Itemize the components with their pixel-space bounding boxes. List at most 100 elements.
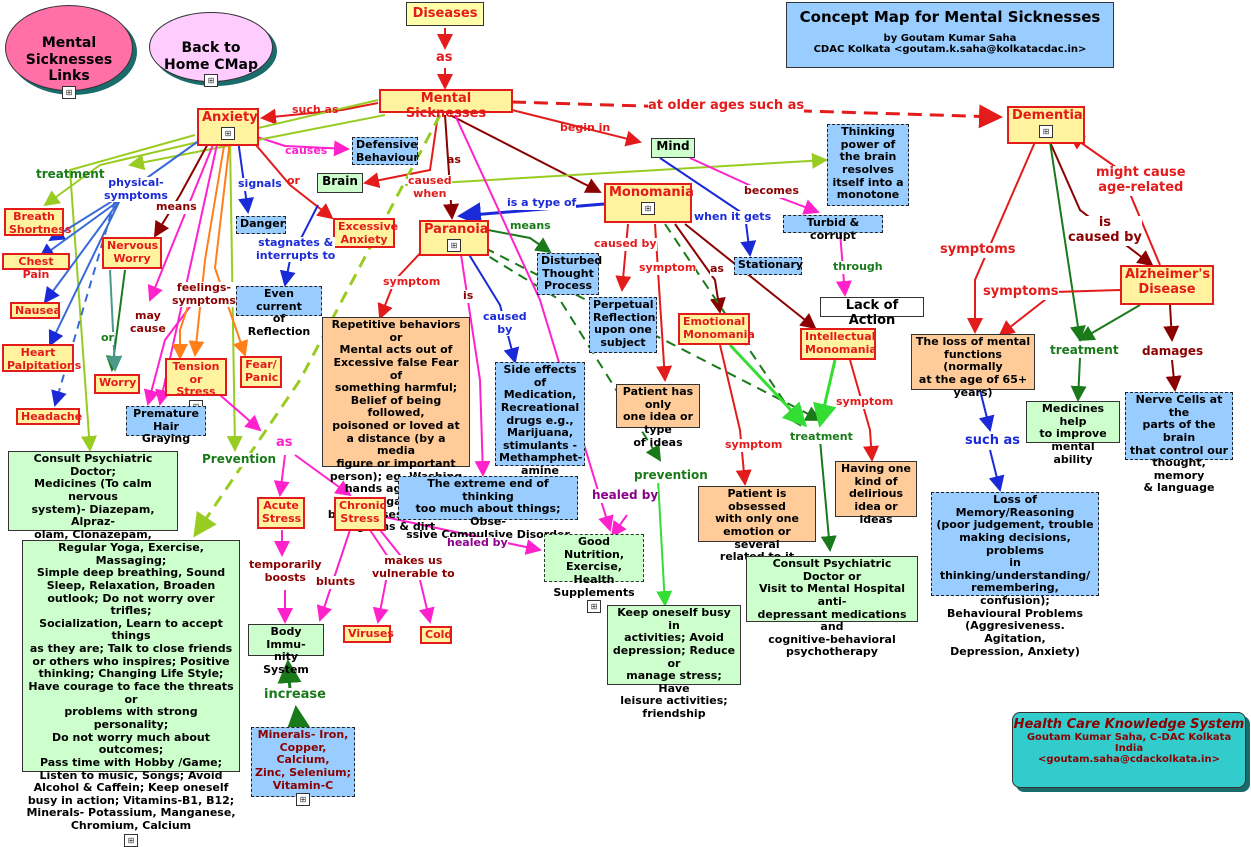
node-loss-memory[interactable]: Loss of Memory/Reasoning (poor judgement… <box>931 492 1099 658</box>
footer-line1: Goutam Kumar Saha, C-DAC Kolkata India <box>1026 732 1232 754</box>
node-viruses[interactable]: Viruses <box>343 625 394 643</box>
nervous-worry-label: Nervous Worry <box>107 239 159 265</box>
label-symptom-emotional: symptom <box>725 438 783 452</box>
cmap-resource-icon[interactable]: ⊞ <box>204 74 218 88</box>
node-nausea[interactable]: Nausea <box>10 302 61 319</box>
label-as-mind: as <box>447 153 461 166</box>
label-feelings-symptoms: feelings- symptoms <box>172 281 236 308</box>
node-good-nutrition[interactable]: Good Nutrition, Exercise, Health Supplem… <box>544 534 644 614</box>
node-dementia[interactable]: Dementia⊞ <box>1007 106 1085 144</box>
label-temporarily-boosts: temporarily boosts <box>249 558 322 585</box>
one-idea-label: Patient has only one idea or type of ide… <box>622 385 694 449</box>
node-consult-psychiatric-2[interactable]: Consult Psychiatric Doctor or Visit to M… <box>746 556 918 658</box>
node-perpetual-reflection[interactable]: Perpetual Reflection upon one subject <box>589 297 657 353</box>
node-mind[interactable]: Mind <box>651 138 695 158</box>
node-loss-mental-functions[interactable]: The loss of mental functions (normally a… <box>911 334 1035 398</box>
node-excessive-anxiety[interactable]: Excessive Anxiety <box>333 218 398 248</box>
minerals-label: Minerals- Iron, Copper, Calcium, Zinc, S… <box>255 728 352 792</box>
label-blunts: blunts <box>316 575 356 589</box>
node-stationary[interactable]: Stationary <box>734 257 803 275</box>
node-paranoia[interactable]: Paranoia⊞ <box>419 220 489 256</box>
node-one-idea[interactable]: Patient has only one idea or type of ide… <box>616 384 700 448</box>
label-symptom-intellectual: symptom <box>836 395 894 409</box>
label-might-cause: might cause age-related <box>1096 165 1186 196</box>
cmap-resource-icon[interactable]: ⊞ <box>62 86 76 100</box>
label-caused-by-paranoia: caused by <box>483 310 527 337</box>
node-extreme-thinking[interactable]: The extreme end of thinking too much abo… <box>398 476 578 540</box>
label-symptom-mono: symptom <box>639 261 697 275</box>
node-heart-palpitations[interactable]: Heart Palpitations <box>2 344 81 372</box>
node-nervous-worry[interactable]: Nervous Worry <box>102 237 162 269</box>
node-defensive-behaviour[interactable]: Defensive Behaviour <box>352 137 419 165</box>
node-anxiety[interactable]: Anxiety⊞ <box>197 108 259 146</box>
node-intellectual-monomania[interactable]: Intellectual Monomania <box>800 328 877 360</box>
node-monomania[interactable]: Monomania⊞ <box>604 183 694 223</box>
label-is-a-type-of: is a type of <box>507 196 577 210</box>
label-becomes: becomes <box>744 184 799 198</box>
node-acute-stress[interactable]: Acute Stress <box>257 497 305 529</box>
mental-sicknesses-label: Mental Sicknesses <box>405 91 487 121</box>
node-brain[interactable]: Brain <box>317 173 363 193</box>
delirious-label: Having one kind of delirious idea or ide… <box>841 462 911 526</box>
cmap-resource-icon[interactable]: ⊞ <box>124 833 138 847</box>
node-yoga-list[interactable]: Regular Yoga, Exercise, Massaging; Simpl… <box>22 540 240 847</box>
node-chronic-stress[interactable]: Chronic Stress <box>334 497 386 531</box>
label-or-anxiety: or <box>287 174 300 187</box>
cmap-resource-icon[interactable]: ⊞ <box>447 238 461 252</box>
node-thinking-power[interactable]: Thinking power of the brain resolves its… <box>827 124 909 206</box>
node-worry[interactable]: Worry <box>94 374 140 394</box>
map-author: by Goutam Kumar Saha <box>883 33 1017 44</box>
cmap-resource-icon[interactable]: ⊞ <box>587 600 601 614</box>
node-diseases[interactable]: Diseases <box>406 2 484 26</box>
mind-label: Mind <box>656 139 690 153</box>
node-breath-shortness[interactable]: Breath Shortness <box>4 208 71 236</box>
label-is-paranoia: is <box>463 289 474 303</box>
label-may-cause: may cause <box>130 309 166 336</box>
label-means-anxiety: means <box>156 200 197 214</box>
node-side-effects[interactable]: Side effects of Medication, Recreational… <box>495 362 585 477</box>
node-chest-pain[interactable]: Chest Pain <box>2 253 70 280</box>
node-emotional-monomania[interactable]: Emotional Monomania <box>678 313 755 345</box>
cmap-resource-icon[interactable]: ⊞ <box>641 201 655 215</box>
node-even-current[interactable]: Even current of Reflection <box>236 286 322 338</box>
label-prevention-left: Prevention <box>202 452 276 467</box>
node-fear-panic[interactable]: Fear/ Panic <box>240 356 282 388</box>
side-effects-label: Side effects of Medication, Recreational… <box>499 363 583 478</box>
node-lack-of-action[interactable]: Lack of Action <box>820 297 924 328</box>
lack-of-action-label: Lack of Action <box>845 298 899 328</box>
footer-title: Health Care Knowledge System <box>1013 717 1245 732</box>
node-minerals[interactable]: Minerals- Iron, Copper, Calcium, Zinc, S… <box>251 727 355 807</box>
node-nerve-cells[interactable]: Nerve Cells at the parts of the brain th… <box>1125 392 1233 494</box>
node-patient-obsessed[interactable]: Patient is obsessed with only one emotio… <box>698 486 816 563</box>
node-turbid-corrupt[interactable]: Turbid & corrupt <box>783 215 883 241</box>
premature-label: Premature Hair Graying <box>133 407 199 446</box>
paranoia-label: Paranoia <box>424 222 489 237</box>
node-consult-psychiatric-1[interactable]: Consult Psychiatric Doctor; Medicines (T… <box>8 451 178 579</box>
medicines-label: Medicines help to improve mental ability <box>1039 402 1107 466</box>
brain-label: Brain <box>322 174 358 188</box>
node-mental-sicknesses[interactable]: Mental Sicknesses <box>379 89 513 121</box>
cmap-resource-icon[interactable]: ⊞ <box>221 126 235 140</box>
node-disturbed-thought[interactable]: Disturbed Thought Process <box>537 253 602 295</box>
node-headache[interactable]: Headache <box>16 408 83 425</box>
node-body-immunity[interactable]: Body Immu- nity System <box>248 624 324 676</box>
yoga-label: Regular Yoga, Exercise, Massaging; Simpl… <box>26 541 236 833</box>
label-stagnates: stagnates & interrupts to <box>256 236 336 263</box>
node-alzheimers[interactable]: Alzheimer's Disease <box>1120 265 1214 305</box>
headache-label: Headache <box>21 410 83 423</box>
mental-sicknesses-links-button[interactable]: Mental Sicknesses Links ⊞ <box>5 5 133 100</box>
acute-label: Acute Stress <box>262 499 302 525</box>
cmap-resource-icon[interactable]: ⊞ <box>1039 124 1053 138</box>
node-medicines-help[interactable]: Medicines help to improve mental ability <box>1026 401 1120 465</box>
node-repetitive-behaviors[interactable]: Repetitive behaviors or Mental acts out … <box>322 317 470 533</box>
node-tension-stress[interactable]: Tension or Stress⊞ <box>165 358 227 413</box>
node-cold[interactable]: Cold <box>420 626 452 644</box>
even-current-label: Even current of Reflection <box>247 287 311 338</box>
back-to-home-button[interactable]: Back to Home CMap ⊞ <box>149 12 273 88</box>
node-delirious-idea[interactable]: Having one kind of delirious idea or ide… <box>835 461 917 525</box>
node-keep-busy[interactable]: Keep oneself busy in activities; Avoid d… <box>607 605 741 720</box>
node-premature-hair[interactable]: Premature Hair Graying <box>126 406 206 445</box>
danger-label: Danger <box>240 217 286 230</box>
obsessed-label: Patient is obsessed with only one emotio… <box>715 487 799 564</box>
node-danger[interactable]: Danger <box>236 216 286 234</box>
